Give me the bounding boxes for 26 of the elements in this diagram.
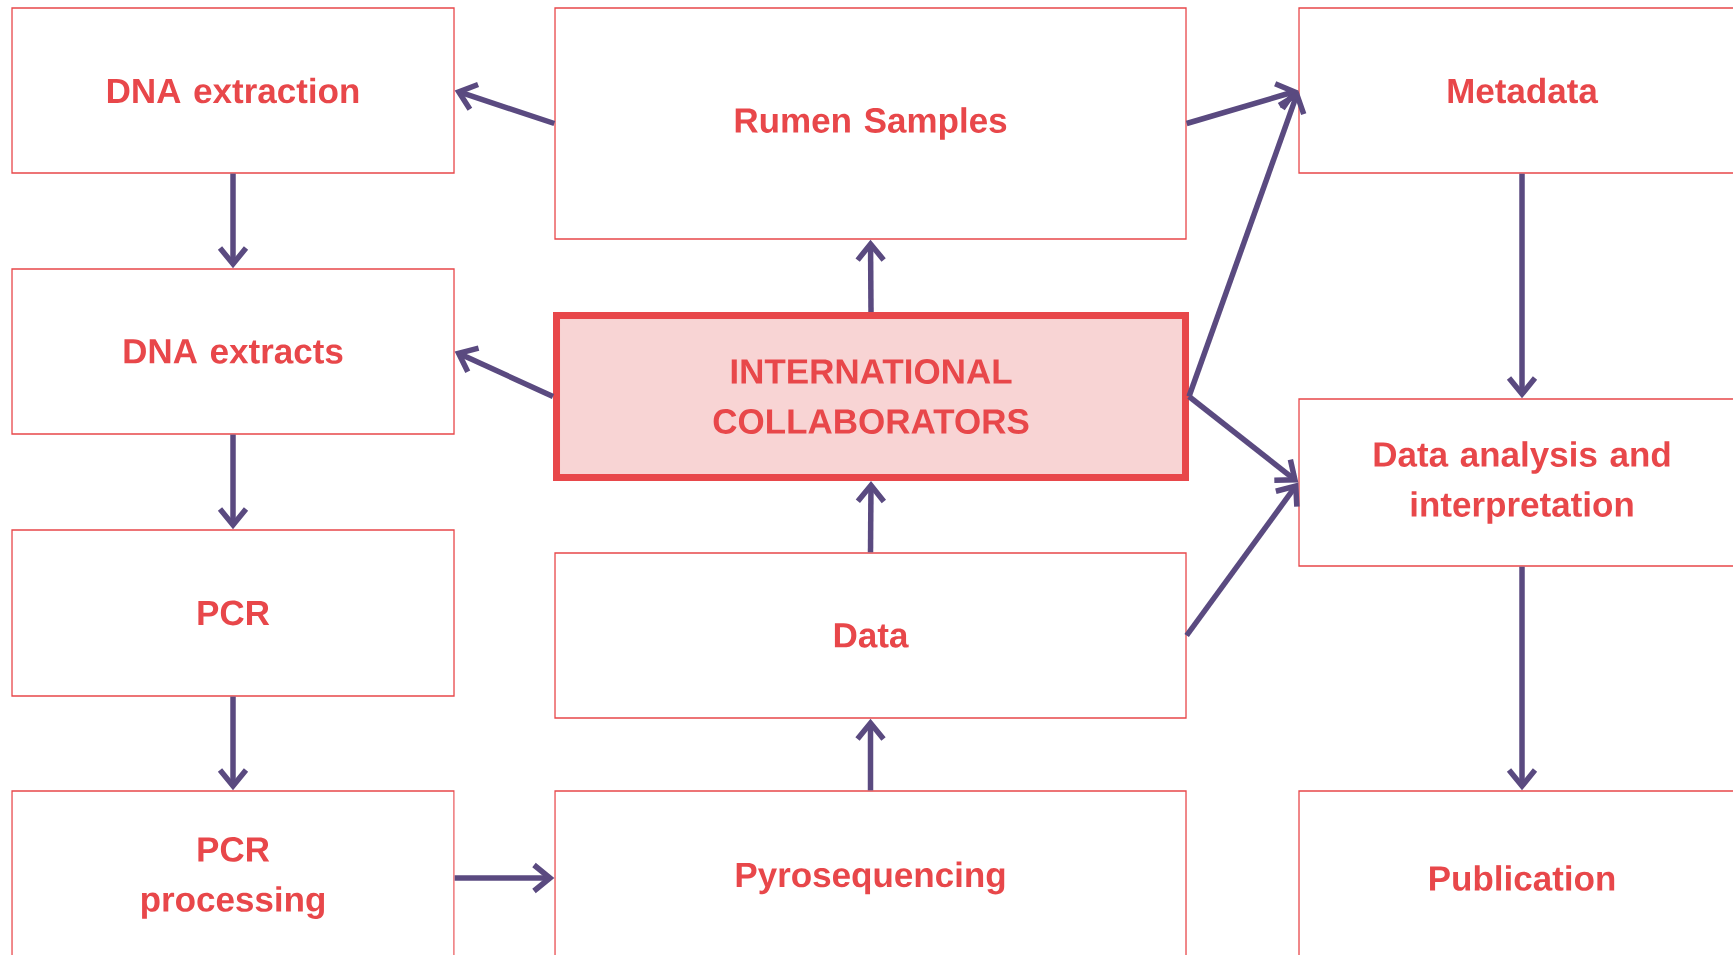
arrow	[1506, 566, 1538, 791]
arrow	[855, 718, 886, 791]
process-box: DNA extraction	[11, 7, 455, 174]
arrow	[454, 345, 555, 399]
process-box: Publication	[1298, 790, 1733, 955]
arrow	[1186, 90, 1307, 398]
arrow	[1187, 394, 1299, 483]
arrow	[217, 696, 249, 791]
process-box: PCR	[11, 529, 455, 697]
process-box: Data analysis and interpretation	[1298, 398, 1733, 567]
arrow	[1184, 482, 1300, 638]
arrow	[1506, 173, 1538, 399]
arrow	[1185, 81, 1299, 127]
process-box: Pyrosequencing	[554, 790, 1187, 955]
process-box: DNA extracts	[11, 268, 455, 435]
arrow	[454, 82, 556, 127]
arrow	[217, 434, 249, 530]
process-box: PCR processing	[11, 790, 455, 955]
arrow	[855, 481, 886, 553]
process-box: Rumen Samples	[554, 7, 1187, 240]
process-box: Metadata	[1298, 7, 1733, 174]
arrow	[217, 173, 249, 269]
highlighted-box: INTERNATIONAL COLLABORATORS	[553, 312, 1189, 481]
process-box: Data	[554, 552, 1187, 719]
arrow	[855, 239, 886, 312]
arrow	[454, 862, 555, 894]
